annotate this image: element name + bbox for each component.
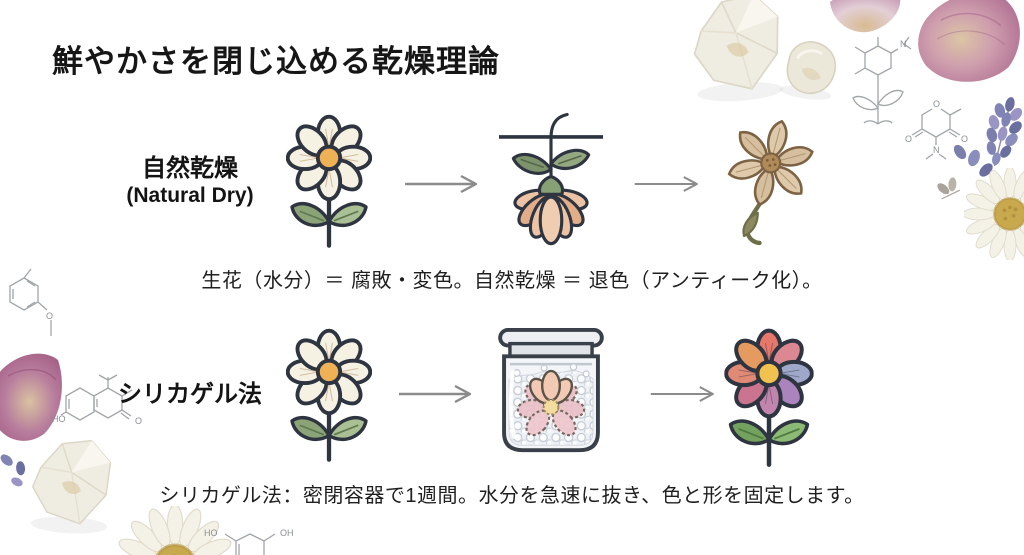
natural-dry-label-jp: 自然乾燥 <box>142 155 238 182</box>
svg-text:O: O <box>135 416 142 426</box>
chem-structure-amine-sketch-icon: N <box>852 36 912 125</box>
svg-text:O: O <box>905 134 912 144</box>
silica-method-caption: シリカゲル法：密閉容器で1週間。水分を急速に抜き、色と形を固定します。 <box>159 485 865 507</box>
right-arrow-icon <box>403 174 483 194</box>
right-arrow-icon <box>649 384 719 404</box>
silica-method-label: シリカゲル法 <box>118 381 262 408</box>
natural-dry-label: 自然乾燥 (Natural Dry) <box>88 154 292 209</box>
right-arrow-icon <box>633 174 703 194</box>
fresh-daisy-flower-icon <box>286 326 372 466</box>
crystal-bottom-left-icon <box>11 433 130 539</box>
svg-text:O: O <box>933 99 940 109</box>
lavender-buds-left-icon <box>0 454 26 487</box>
fresh-daisy-flower-icon <box>286 113 372 251</box>
svg-text:HO: HO <box>204 528 218 538</box>
svg-text:OH: OH <box>280 528 294 538</box>
rose-petal-small-icon <box>830 0 901 33</box>
chem-structure-naphthalenone-sketch-icon: HO O <box>52 374 142 426</box>
right-arrow-icon <box>397 384 477 404</box>
svg-text:HO: HO <box>52 414 66 424</box>
rose-petal-left-icon <box>0 353 62 441</box>
slide-title: 鮮やかさを閉じ込める乾燥理論 <box>52 44 500 79</box>
natural-dry-caption: 生花（水分）＝ 腐敗・変色。自然乾燥 ＝ 退色（アンティーク化）。 <box>201 270 823 292</box>
natural-dry-label-en: (Natural Dry) <box>126 184 254 208</box>
chem-structure-pyranone-sketch-icon: O O O N <box>905 99 968 160</box>
hanging-dried-flower-icon <box>492 110 610 258</box>
chem-structure-anisole-sketch-icon: O <box>9 268 53 336</box>
chamomile-flower-icon <box>964 168 1024 260</box>
crystal-pebble-icon <box>772 32 846 105</box>
rose-petal-large-icon <box>918 0 1020 82</box>
svg-text:N: N <box>900 39 907 49</box>
dried-bud-sketch-icon <box>937 177 961 200</box>
svg-text:O: O <box>46 311 53 321</box>
svg-text:N: N <box>933 145 940 155</box>
chem-structure-phenol-sketch-icon: HO OH <box>204 528 294 555</box>
svg-text:O: O <box>961 134 968 144</box>
vivid-preserved-flower-icon <box>721 327 817 470</box>
silica-gel-jar-icon <box>487 327 615 459</box>
lavender-buds-icon <box>953 144 993 177</box>
antique-faded-flower-icon <box>700 113 838 255</box>
